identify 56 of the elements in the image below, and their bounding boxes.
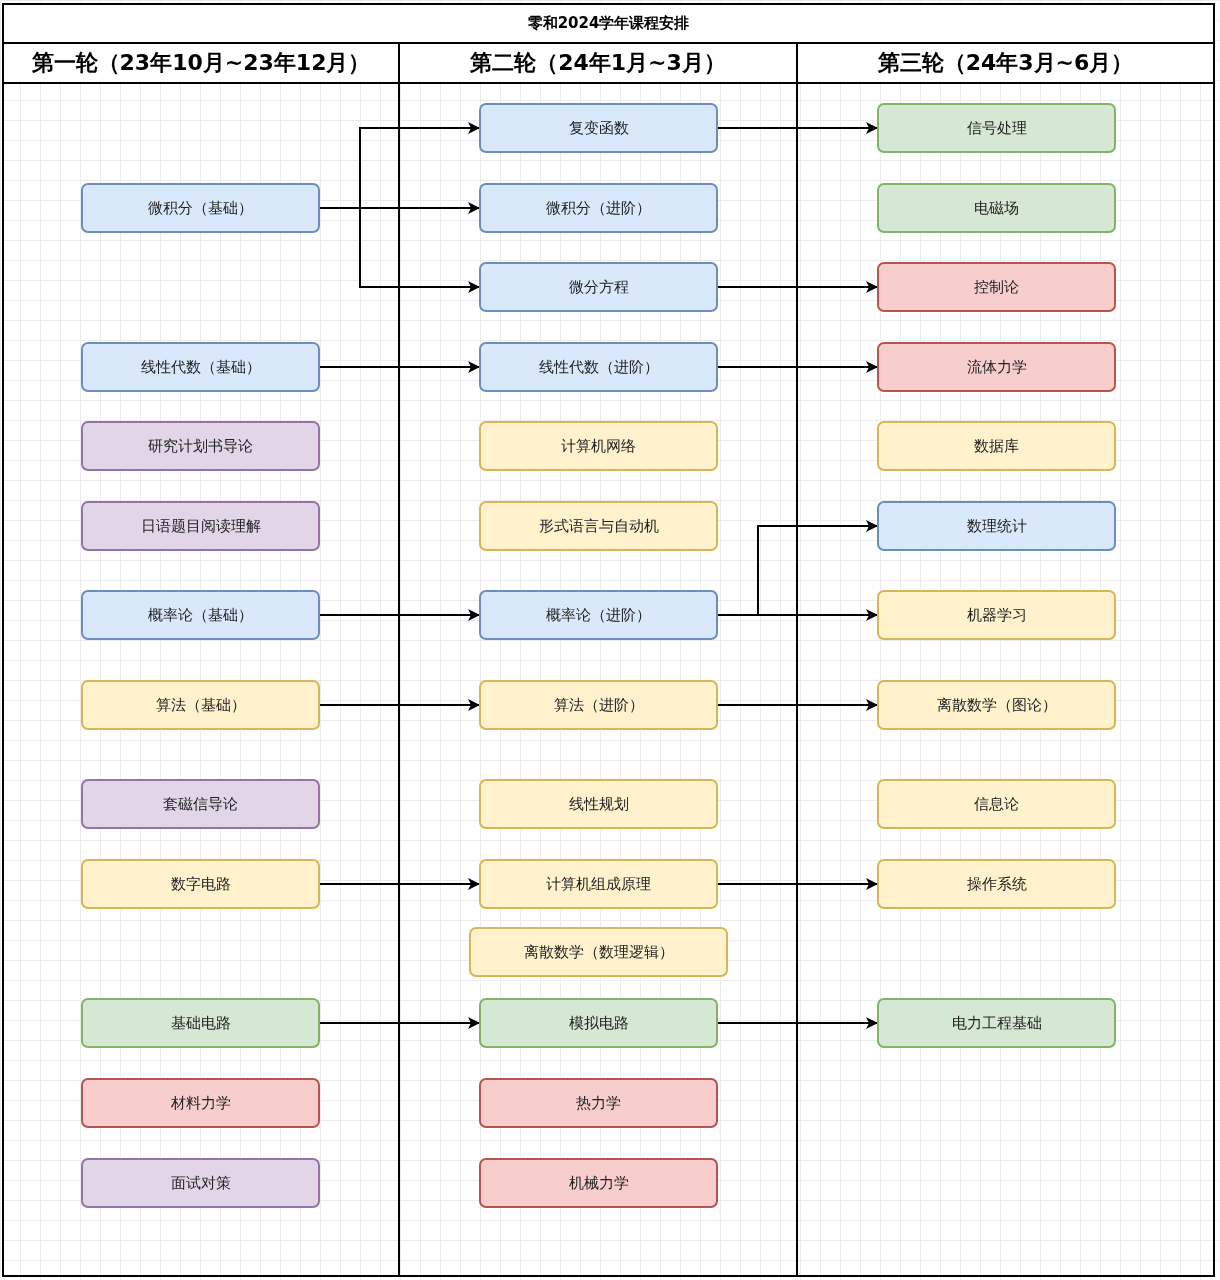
course-box: 微分方程 [479, 262, 718, 312]
course-box: 机械力学 [479, 1158, 718, 1208]
course-box: 机器学习 [877, 590, 1116, 640]
course-box: 线性代数（进阶） [479, 342, 718, 392]
course-box: 复变函数 [479, 103, 718, 153]
course-box: 微积分（进阶） [479, 183, 718, 233]
course-box: 材料力学 [81, 1078, 320, 1128]
course-box: 电磁场 [877, 183, 1116, 233]
arrow [717, 361, 878, 373]
arrow [319, 609, 480, 621]
arrow [717, 699, 878, 711]
course-box: 离散数学（数理逻辑） [469, 927, 728, 977]
course-box: 概率论（进阶） [479, 590, 718, 640]
course-box: 形式语言与自动机 [479, 501, 718, 551]
arrow [319, 1017, 480, 1029]
arrow [717, 1017, 878, 1029]
arrow [319, 878, 480, 890]
course-box: 算法（基础） [81, 680, 320, 730]
course-box: 基础电路 [81, 998, 320, 1048]
arrow [319, 699, 480, 711]
course-box: 研究计划书导论 [81, 421, 320, 471]
course-box: 信息论 [877, 779, 1116, 829]
course-box: 计算机组成原理 [479, 859, 718, 909]
course-box: 数据库 [877, 421, 1116, 471]
lane-header: 第二轮（24年1月~3月） [400, 44, 796, 84]
course-box: 面试对策 [81, 1158, 320, 1208]
lane-header: 第一轮（23年10月~23年12月） [4, 44, 398, 84]
course-box: 热力学 [479, 1078, 718, 1128]
arrow [717, 281, 878, 293]
lane-header: 第三轮（24年3月~6月） [798, 44, 1213, 84]
course-box: 套磁信导论 [81, 779, 320, 829]
arrow [319, 207, 480, 293]
course-box: 数理统计 [877, 501, 1116, 551]
course-box: 线性规划 [479, 779, 718, 829]
course-box: 操作系统 [877, 859, 1116, 909]
course-box: 微积分（基础） [81, 183, 320, 233]
course-box: 控制论 [877, 262, 1116, 312]
swimlane [398, 42, 798, 1277]
course-box: 模拟电路 [479, 998, 718, 1048]
course-box: 概率论（基础） [81, 590, 320, 640]
arrow [717, 878, 878, 890]
arrow [717, 122, 878, 134]
course-box: 数字电路 [81, 859, 320, 909]
course-box: 线性代数（基础） [81, 342, 320, 392]
arrow [319, 361, 480, 373]
diagram-title: 零和2024学年课程安排 [2, 3, 1215, 44]
course-box: 流体力学 [877, 342, 1116, 392]
swimlane [2, 42, 400, 1277]
course-box: 计算机网络 [479, 421, 718, 471]
course-box: 离散数学（图论） [877, 680, 1116, 730]
course-box: 信号处理 [877, 103, 1116, 153]
course-box: 电力工程基础 [877, 998, 1116, 1048]
arrow [717, 609, 878, 621]
course-box: 算法（进阶） [479, 680, 718, 730]
course-box: 日语题目阅读理解 [81, 501, 320, 551]
swimlane [796, 42, 1215, 1277]
